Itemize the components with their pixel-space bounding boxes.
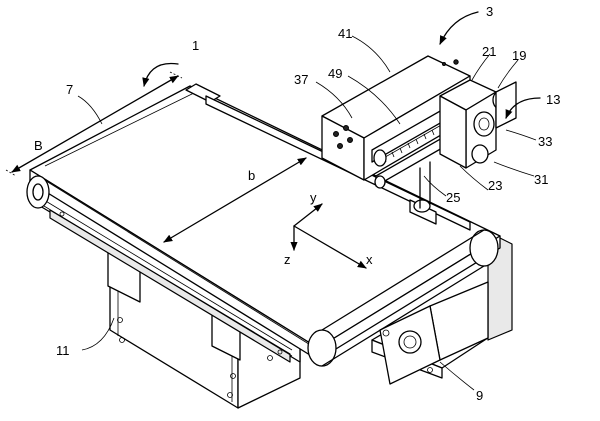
label-11: 11 <box>56 343 70 358</box>
axis-y-label: y <box>310 190 317 205</box>
reference-numerals: 1 3 7 9 11 13 19 21 23 25 31 33 37 41 49 <box>56 4 560 403</box>
label-41: 41 <box>338 26 352 41</box>
label-7: 7 <box>66 82 73 97</box>
leader-lines <box>77 35 537 391</box>
label-3: 3 <box>486 4 493 19</box>
label-25: 25 <box>446 190 460 205</box>
label-19: 19 <box>512 48 526 63</box>
dimension-b-label: b <box>248 168 255 183</box>
drive-motor <box>371 231 513 385</box>
label-33: 33 <box>538 134 552 149</box>
label-31: 31 <box>534 172 548 187</box>
label-21: 21 <box>482 44 496 59</box>
dimension-lines: B b <box>5 71 307 243</box>
reference-arrows <box>142 11 541 119</box>
label-49: 49 <box>328 66 342 81</box>
label-1: 1 <box>192 38 199 53</box>
label-13: 13 <box>546 92 560 107</box>
axis-x-label: x <box>366 252 373 267</box>
dimension-B-label: B <box>34 138 43 153</box>
label-9: 9 <box>476 388 483 403</box>
label-23: 23 <box>488 178 502 193</box>
label-37: 37 <box>294 72 308 87</box>
axis-z-label: z <box>284 252 291 267</box>
measuring-unit <box>321 55 517 209</box>
